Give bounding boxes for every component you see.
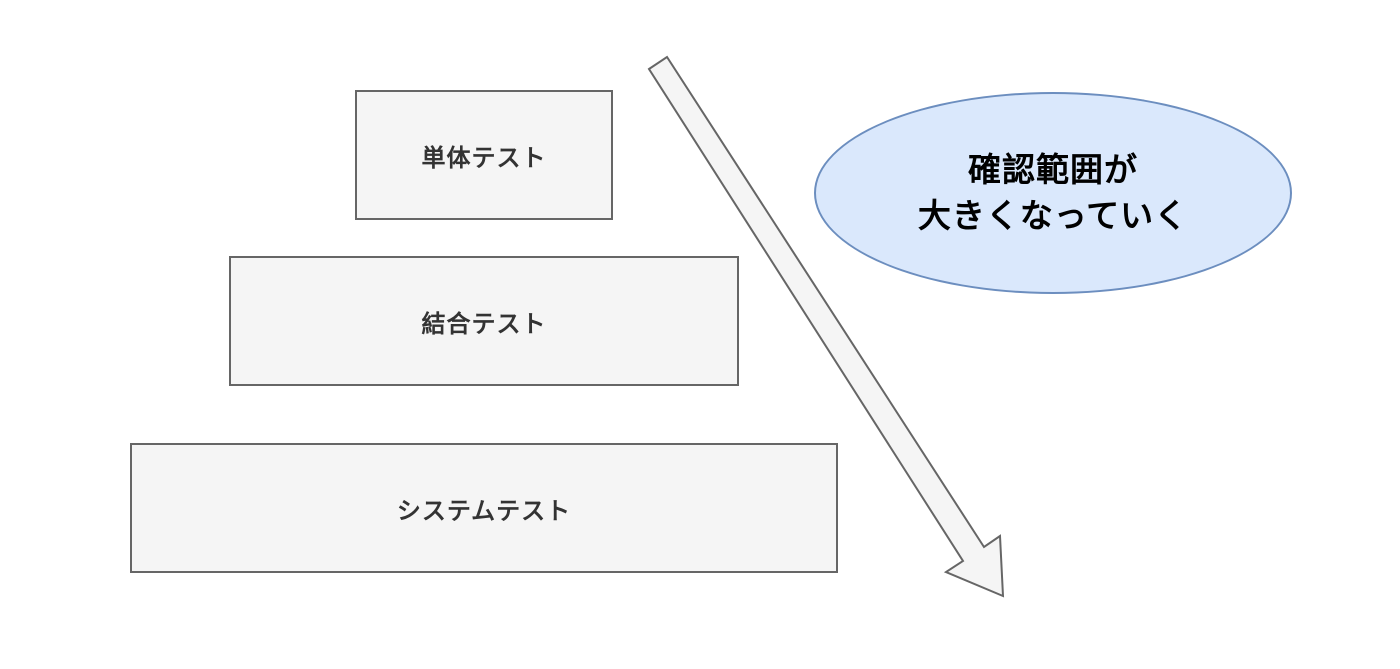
system-test-box: システムテスト (130, 443, 838, 573)
arrow-shape (647, 55, 1005, 598)
callout-line-1: 確認範囲が (968, 150, 1138, 189)
integration-test-label: 結合テスト (421, 309, 547, 338)
scope-callout-ellipse: 確認範囲が 大きくなっていく (814, 92, 1292, 294)
system-test-label: システムテスト (396, 496, 572, 525)
callout-line-2: 大きくなっていく (917, 196, 1189, 235)
integration-test-box: 結合テスト (229, 256, 739, 386)
unit-test-box: 単体テスト (355, 90, 613, 220)
unit-test-label: 単体テスト (421, 143, 547, 172)
